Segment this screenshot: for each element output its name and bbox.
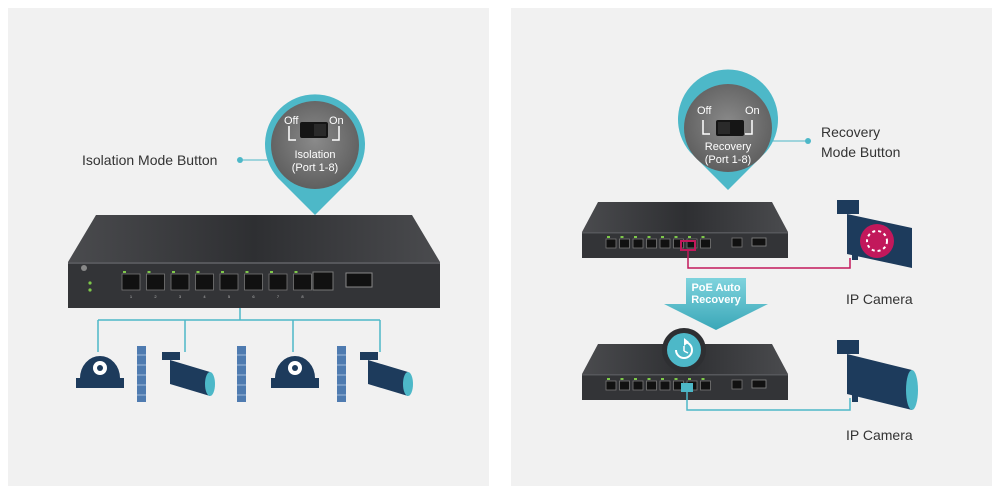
ethernet-port bbox=[619, 380, 630, 391]
port-number: 5 bbox=[228, 294, 231, 299]
bullet-camera-icon bbox=[162, 352, 215, 396]
ethernet-port bbox=[686, 238, 698, 249]
port-led bbox=[634, 378, 637, 380]
port-led bbox=[634, 236, 637, 238]
recovered-port-highlight bbox=[681, 383, 693, 392]
arrow-label-line2: Recovery bbox=[691, 294, 741, 306]
port-led bbox=[607, 378, 610, 380]
ethernet-port bbox=[659, 238, 671, 249]
ethernet-port bbox=[219, 273, 239, 291]
callout-dot bbox=[805, 138, 811, 144]
switch-caption: Isolation bbox=[295, 149, 336, 161]
port-led bbox=[647, 378, 651, 380]
port-led bbox=[688, 236, 691, 238]
ethernet-port bbox=[195, 273, 214, 291]
ethernet-port bbox=[268, 273, 288, 291]
port-number: 1 bbox=[130, 294, 133, 299]
switch-caption-ports: (Port 1-8) bbox=[292, 162, 338, 174]
ethernet-port bbox=[632, 238, 644, 249]
port-led bbox=[607, 236, 610, 238]
arrow-label-line1: PoE Auto bbox=[691, 282, 740, 294]
port-number: 4 bbox=[203, 294, 206, 299]
port-led bbox=[688, 378, 691, 380]
port-led bbox=[196, 271, 200, 273]
ethernet-port bbox=[605, 380, 617, 391]
port-number: 8 bbox=[301, 294, 304, 299]
switch-on-label: On bbox=[745, 105, 760, 117]
switch-caption: Recovery bbox=[705, 141, 752, 153]
ethernet-port bbox=[700, 380, 711, 391]
port-led bbox=[270, 271, 273, 273]
switch-caption-ports: (Port 1-8) bbox=[705, 154, 751, 166]
port-number: 7 bbox=[277, 294, 280, 299]
isolation-switch-magnifier: Off On Isolation (Port 1-8) bbox=[265, 94, 365, 215]
port-led bbox=[701, 236, 705, 238]
recovery-cycle-icon bbox=[662, 328, 706, 372]
port-led bbox=[620, 378, 624, 380]
network-switch-faulty bbox=[582, 202, 788, 258]
dome-camera-icon bbox=[271, 356, 319, 388]
port-led bbox=[245, 271, 249, 273]
port-led bbox=[294, 271, 298, 273]
bullet-camera-icon bbox=[360, 352, 413, 396]
poe-auto-recovery-arrow: PoE Auto Recovery bbox=[664, 278, 768, 330]
ethernet-port bbox=[646, 380, 657, 391]
switch-off-label: Off bbox=[697, 105, 712, 117]
ethernet-port bbox=[146, 273, 165, 291]
connection-lines bbox=[97, 308, 381, 352]
switch-on-label: On bbox=[329, 115, 344, 127]
ethernet-port bbox=[244, 273, 263, 291]
isolation-mode-label: Isolation Mode Button bbox=[82, 152, 218, 168]
port-led bbox=[147, 271, 151, 273]
ethernet-port bbox=[659, 380, 671, 391]
ethernet-port bbox=[673, 238, 684, 249]
port-led bbox=[661, 236, 664, 238]
recovery-mode-label-line1: Recovery bbox=[821, 124, 881, 140]
ethernet-port bbox=[700, 238, 711, 249]
port-led bbox=[701, 378, 705, 380]
ethernet-port bbox=[605, 238, 617, 249]
dome-camera-icon bbox=[76, 356, 124, 388]
port-led bbox=[172, 271, 175, 273]
ethernet-port bbox=[121, 273, 141, 291]
port-led bbox=[647, 236, 651, 238]
port-led bbox=[620, 236, 624, 238]
isolation-walls bbox=[137, 346, 346, 402]
port-led bbox=[674, 236, 678, 238]
ethernet-port bbox=[619, 238, 630, 249]
ip-camera-label: IP Camera bbox=[846, 291, 913, 307]
ethernet-port bbox=[646, 238, 657, 249]
recovery-switch-magnifier: Off On Recovery (Port 1-8) bbox=[678, 69, 778, 190]
bullet-camera-faulty-icon bbox=[837, 200, 912, 268]
port-led bbox=[661, 378, 664, 380]
port-number: 6 bbox=[252, 294, 255, 299]
port-number: 2 bbox=[154, 294, 157, 299]
ethernet-port bbox=[170, 273, 190, 291]
port-led bbox=[123, 271, 126, 273]
switch-off-label: Off bbox=[284, 115, 299, 127]
port-led bbox=[674, 378, 678, 380]
bullet-camera-icon bbox=[837, 340, 918, 410]
callout-dot bbox=[237, 157, 243, 163]
network-switch: 1 2 3 4 5 6 7 8 bbox=[68, 215, 440, 308]
ip-camera-label: IP Camera bbox=[846, 427, 913, 443]
ethernet-port bbox=[632, 380, 644, 391]
port-led bbox=[221, 271, 224, 273]
recovery-mode-label-line2: Mode Button bbox=[821, 144, 901, 160]
ethernet-port bbox=[293, 273, 312, 291]
port-number: 3 bbox=[179, 294, 182, 299]
